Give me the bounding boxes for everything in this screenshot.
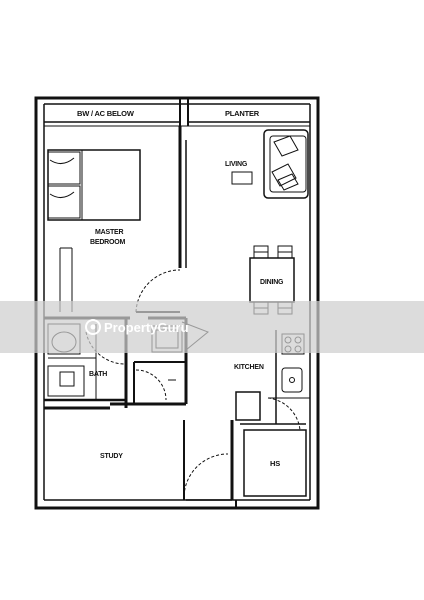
label-bath: BATH xyxy=(89,371,107,378)
label-kitchen: KITCHEN xyxy=(234,364,264,371)
watermark-band xyxy=(0,301,424,353)
label-living: LIVING xyxy=(225,161,248,168)
label-bw-ac: BW / AC BELOW xyxy=(77,109,135,118)
label-hs: HS xyxy=(270,459,280,468)
watermark-text: PropertyGuru xyxy=(104,320,189,335)
sofa xyxy=(263,129,309,199)
sink-icon xyxy=(281,367,303,393)
label-study: STUDY xyxy=(100,453,123,460)
watermark: PropertyGuru xyxy=(85,319,189,335)
label-master-2: BEDROOM xyxy=(90,239,126,246)
label-planter: PLANTER xyxy=(225,109,260,118)
master-bed xyxy=(47,149,141,221)
label-master-1: MASTER xyxy=(95,229,124,236)
household-shelter xyxy=(243,429,307,497)
label-dining: DINING xyxy=(260,279,284,286)
fridge xyxy=(235,391,261,421)
